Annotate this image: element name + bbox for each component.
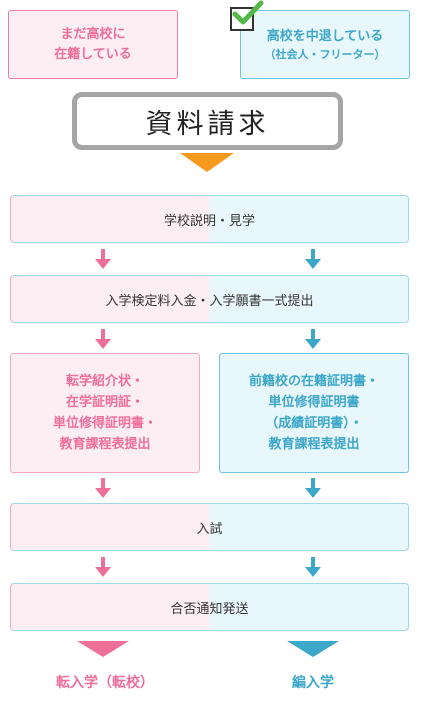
transfer-doc-line: 在学証明証・ <box>65 395 144 410</box>
step-exam-fee-application: 入学検定料入金・入学願書一式提出 <box>10 275 409 323</box>
blue-down-triangle-icon <box>287 641 339 657</box>
blue-arrow-down-icon <box>304 329 322 351</box>
blue-arrow-down-icon <box>304 478 322 500</box>
choice-dropped-out[interactable]: 高校を中退している （社会人・フリーター） <box>240 10 410 79</box>
check-icon <box>232 0 264 25</box>
pink-arrow-down-icon <box>94 249 112 271</box>
blue-arrow-down-icon <box>304 249 322 271</box>
transfer-doc-line: 転学紹介状・ <box>65 374 144 389</box>
orange-down-triangle-icon <box>180 153 234 172</box>
reenroll-doc-line: 教育課程表提出 <box>268 437 360 452</box>
reenroll-doc-line: 単位修得証明書 <box>268 395 360 410</box>
transfer-documents-box: 転学紹介状・ 在学証明証・ 単位修得証明書・ 教育課程表提出 <box>10 353 200 473</box>
choice-still-enrolled-line2: 在籍している <box>54 46 132 62</box>
outcome-reenroll-label: 編入学 <box>292 675 334 691</box>
reenroll-doc-line: 前籍校の在籍証明書・ <box>248 374 379 389</box>
choice-still-enrolled[interactable]: まだ高校に 在籍している <box>8 10 178 79</box>
request-materials-button[interactable]: 資料請求 <box>72 92 343 150</box>
choice-dropped-out-line1: 高校を中退している <box>266 28 384 44</box>
pink-arrow-down-icon <box>94 557 112 579</box>
transfer-doc-line: 教育課程表提出 <box>59 437 151 452</box>
step-result-notice: 合否通知発送 <box>10 583 409 631</box>
pink-arrow-down-icon <box>94 478 112 500</box>
transfer-doc-line: 単位修得証明書・ <box>52 416 157 431</box>
choice-dropped-out-line2: （社会人・フリーター） <box>264 47 386 61</box>
step-school-visit: 学校説明・見学 <box>10 195 409 243</box>
reenroll-doc-line: （成績証明書）・ <box>265 416 363 431</box>
outcome-transfer-label: 転入学（転校） <box>56 675 154 691</box>
reenroll-documents-box: 前籍校の在籍証明書・ 単位修得証明書 （成績証明書）・ 教育課程表提出 <box>219 353 409 473</box>
pink-arrow-down-icon <box>94 329 112 351</box>
pink-down-triangle-icon <box>77 641 129 657</box>
step-entrance-exam: 入試 <box>10 503 409 551</box>
blue-arrow-down-icon <box>304 557 322 579</box>
choice-still-enrolled-line1: まだ高校に <box>60 26 126 42</box>
